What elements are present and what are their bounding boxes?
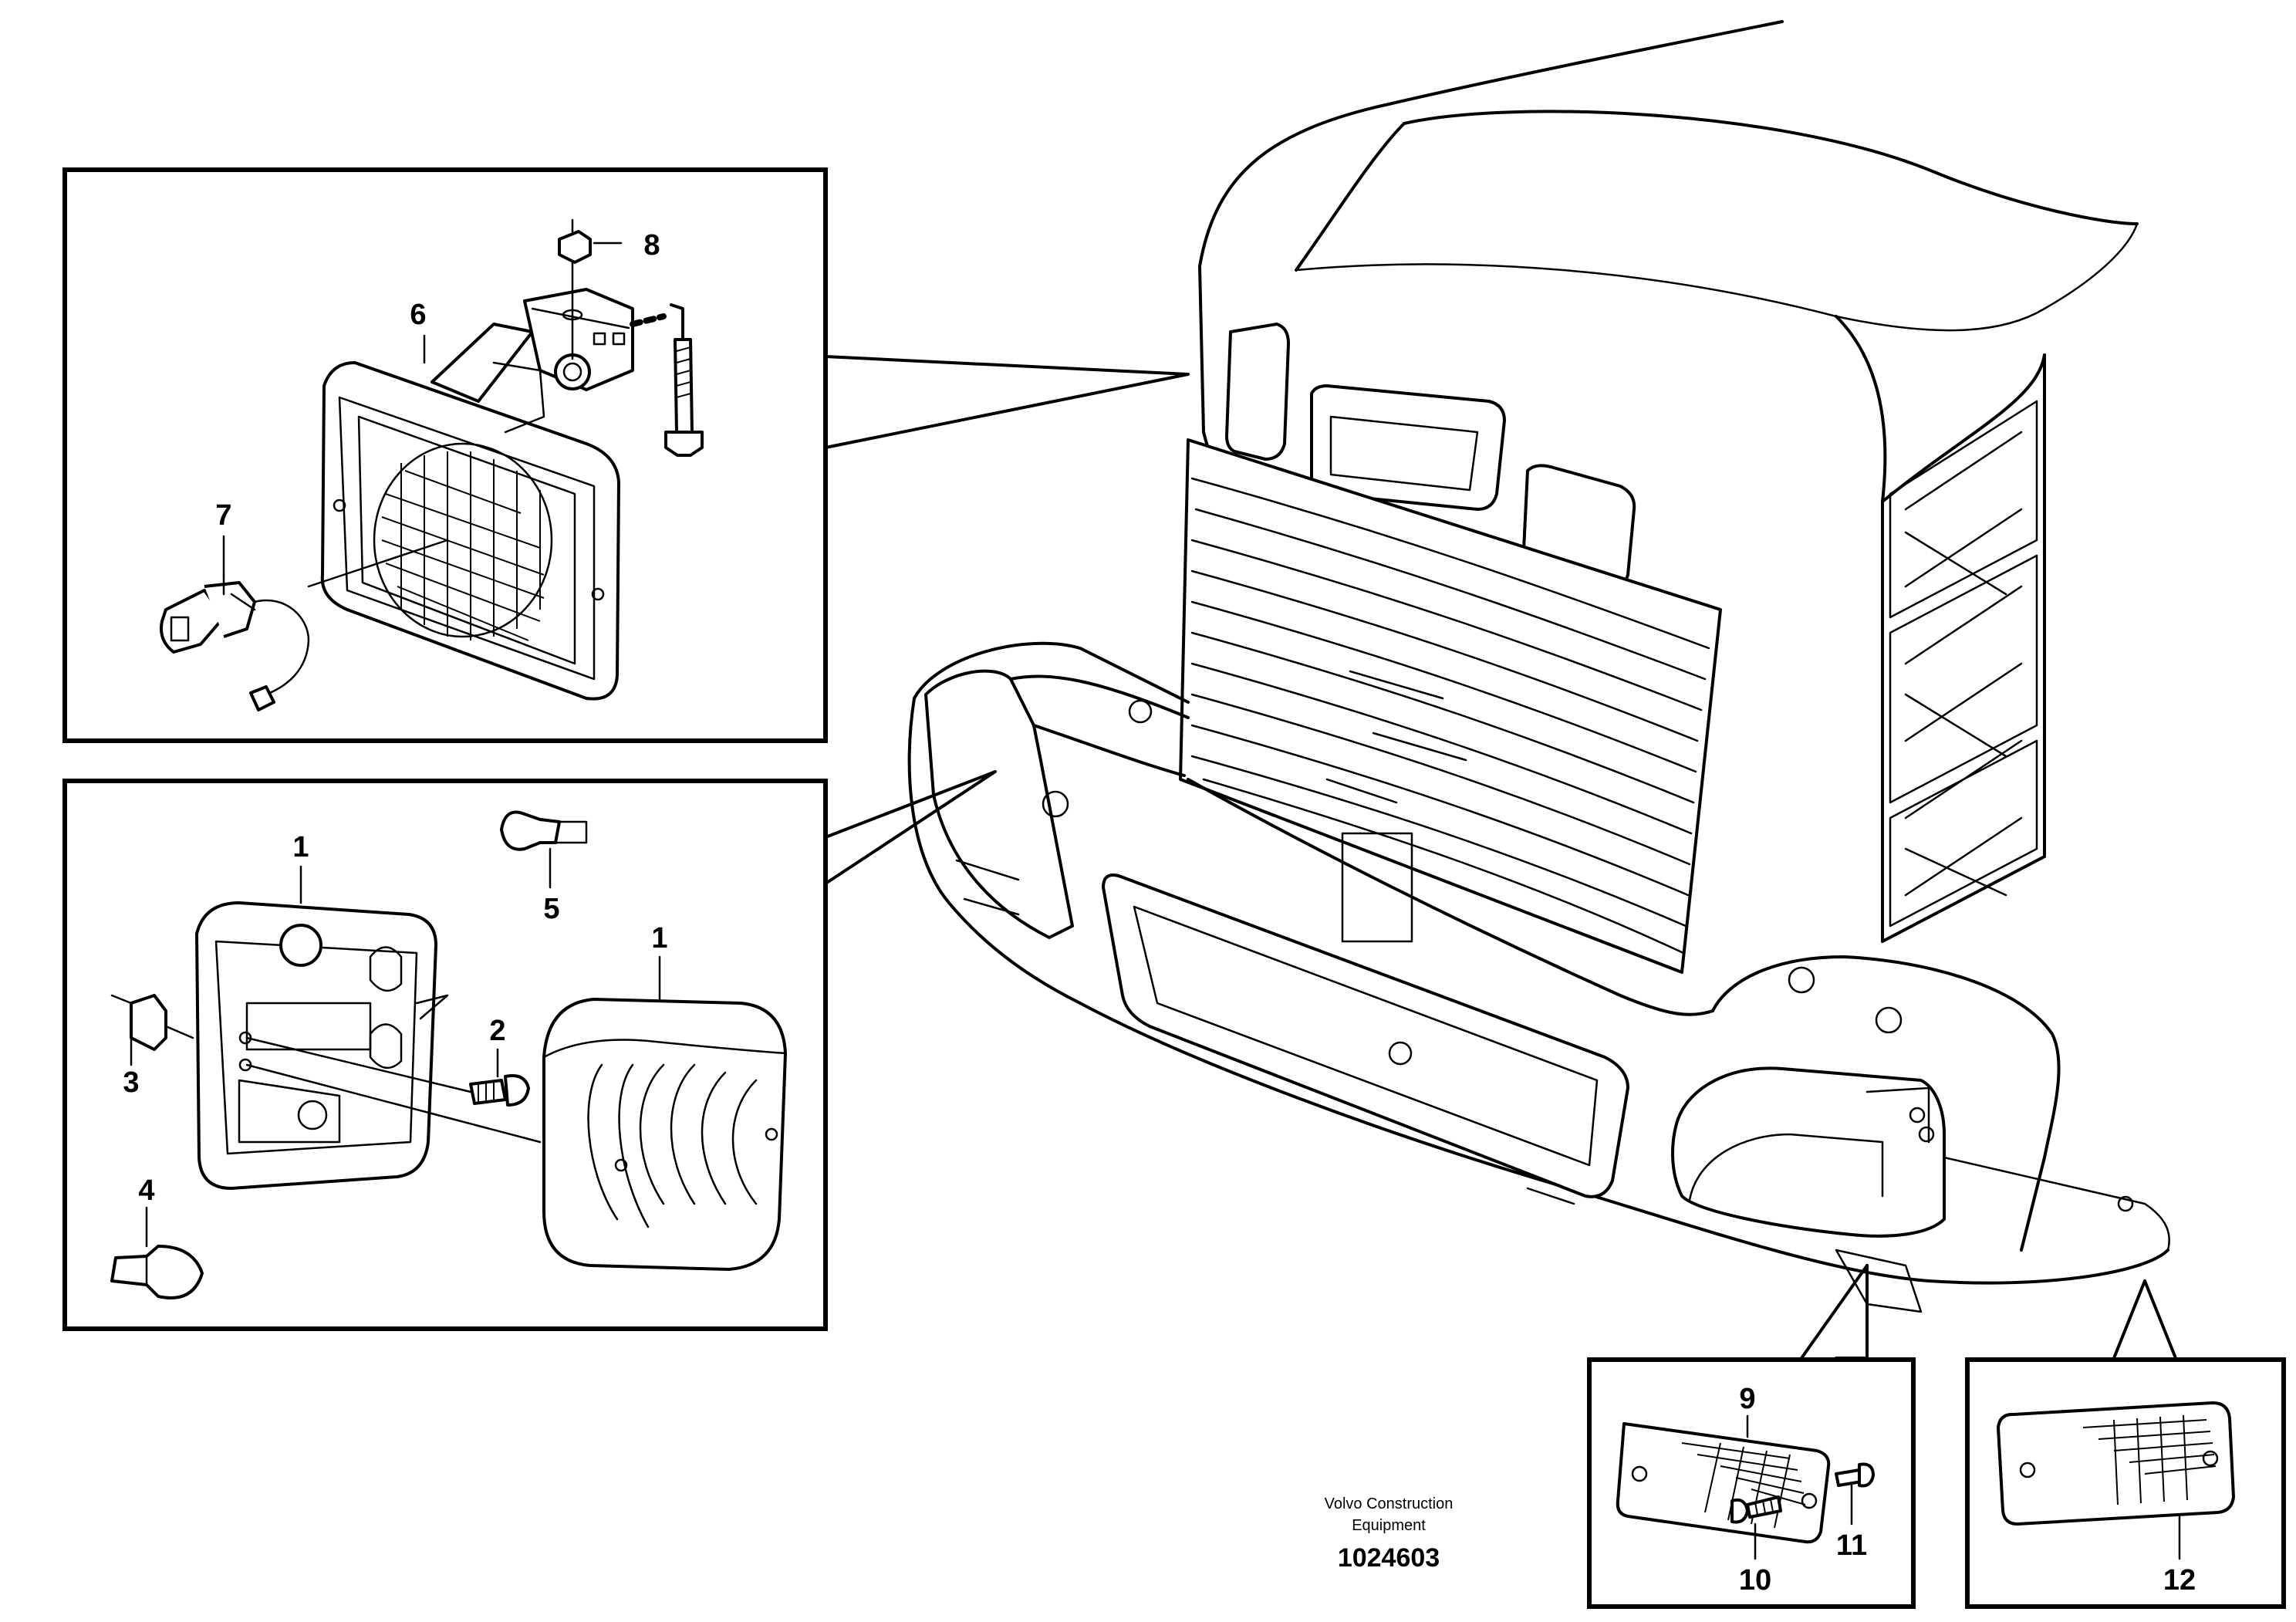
document-number: 1024603 — [1338, 1543, 1440, 1573]
callout-2: 2 — [489, 1015, 505, 1047]
grille-louvres — [1190, 477, 1710, 955]
detail-box-reflector-with-screws: 9 10 11 — [1587, 1357, 1916, 1609]
diagram-caption: Volvo Construction Equipment 1024603 — [1325, 1495, 1454, 1573]
manufacturer-line-1: Volvo Construction — [1325, 1495, 1454, 1512]
callout-6: 6 — [410, 299, 426, 331]
callout-9: 9 — [1739, 1383, 1755, 1415]
callout-4: 4 — [138, 1174, 154, 1207]
callout-5: 5 — [543, 893, 559, 925]
machine-front-illustration — [907, 20, 2170, 1313]
lamp-mesh — [373, 442, 553, 641]
callout-1-base: 1 — [292, 831, 309, 863]
detail-box-reflector: 12 — [1965, 1357, 2286, 1609]
callout-10: 10 — [1739, 1564, 1771, 1597]
detail-box-indicator-light: 1 1 2 3 4 5 — [62, 779, 828, 1331]
callout-1-lens: 1 — [651, 922, 667, 955]
callout-3: 3 — [123, 1066, 139, 1099]
detail-box-work-light: 6 7 8 — [62, 167, 828, 743]
callout-7: 7 — [215, 499, 231, 532]
callout-12: 12 — [2163, 1564, 2196, 1597]
manufacturer-line-2: Equipment — [1352, 1517, 1426, 1534]
callout-8: 8 — [643, 229, 660, 262]
callout-11: 11 — [1836, 1529, 1867, 1562]
front-bumper — [907, 641, 2170, 1313]
